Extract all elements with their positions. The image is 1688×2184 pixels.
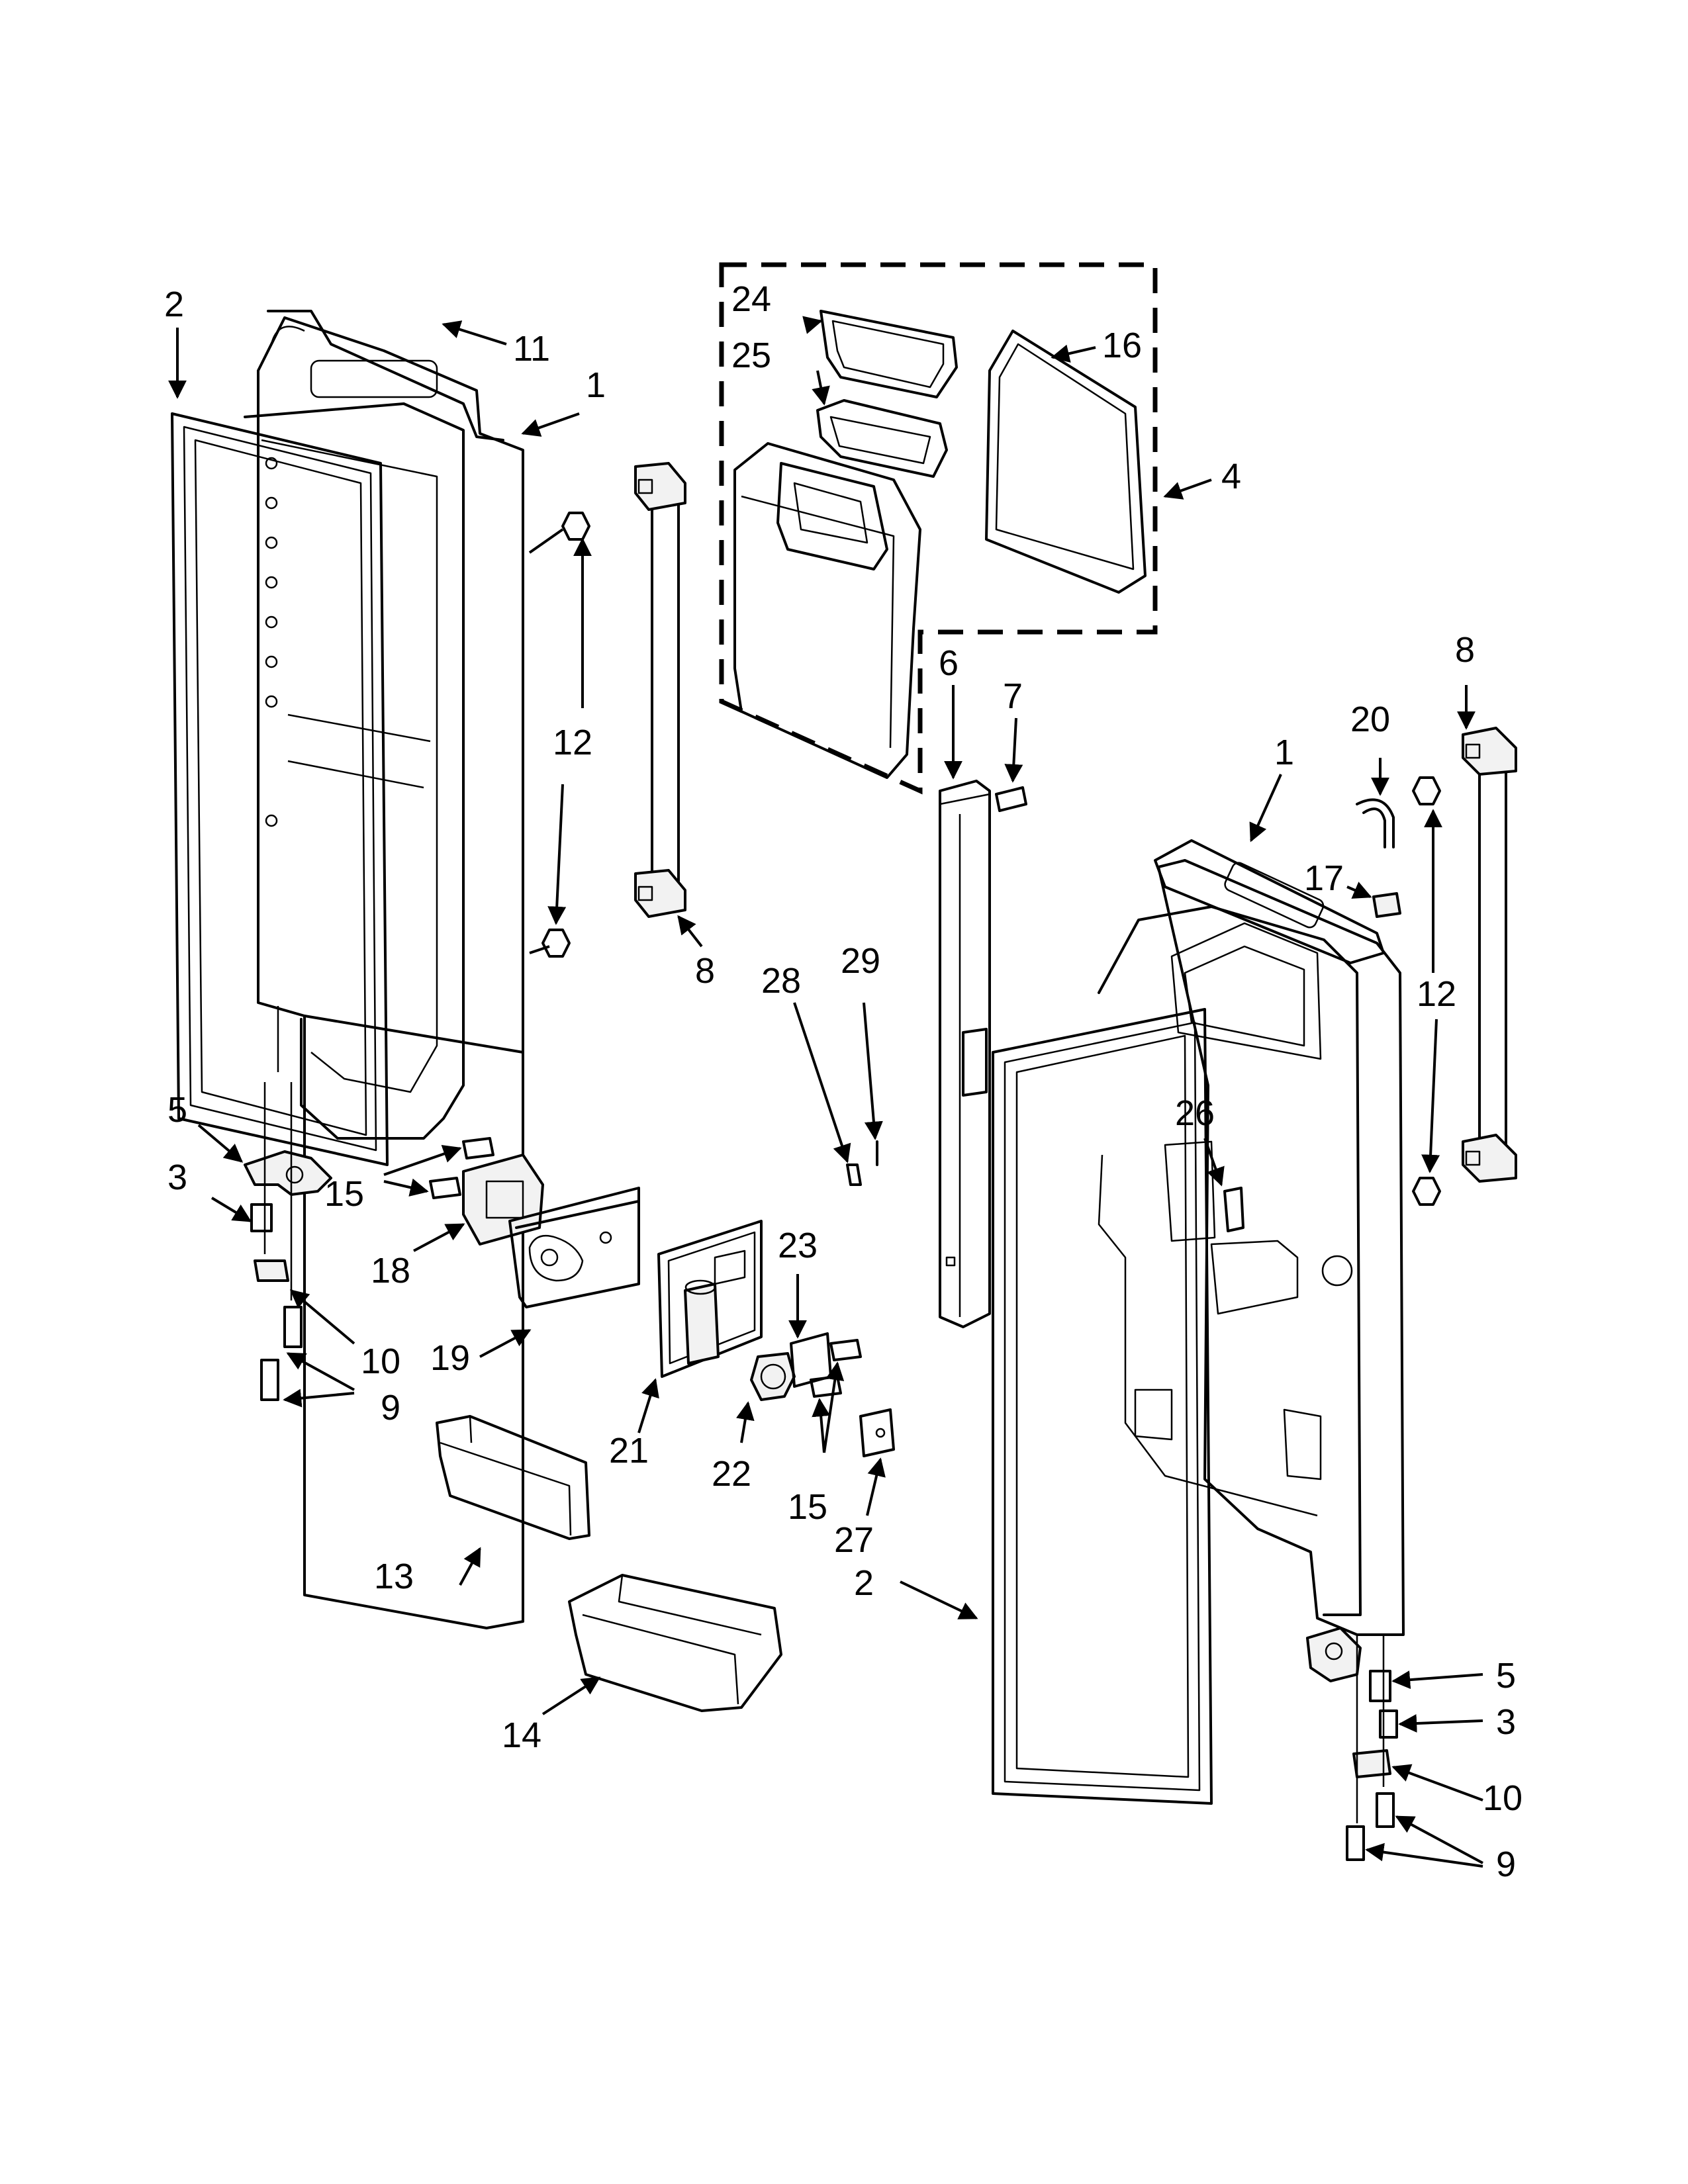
callout-8-left: 8 (695, 951, 715, 991)
callout-9-left: 9 (381, 1388, 400, 1428)
screw-7 (995, 786, 1027, 812)
callout-18: 18 (371, 1251, 410, 1291)
small-clip-28-29 (846, 1140, 878, 1186)
callout-1-left: 1 (586, 365, 606, 405)
callout-6: 6 (939, 643, 959, 683)
dispenser-cover (508, 1187, 640, 1308)
leader-lines (168, 316, 1483, 1868)
center-mullion (939, 780, 991, 1328)
display-frame-25 (816, 399, 948, 478)
right-hinge-parts (1306, 1627, 1398, 1861)
callout-10-left: 10 (361, 1342, 400, 1381)
left-screw-pair (429, 1137, 494, 1199)
callout-4: 4 (1221, 457, 1241, 496)
callout-2-right: 2 (854, 1563, 874, 1603)
right-door-handle (1462, 727, 1517, 1183)
dispenser-module (657, 1220, 763, 1378)
callout-labels: 2 11 1 12 8 5 3 15 18 19 10 9 21 22 23 1… (164, 279, 1523, 1884)
callout-17: 17 (1304, 858, 1344, 898)
callout-14: 14 (502, 1715, 541, 1755)
right-door-liner (1098, 859, 1405, 1636)
callout-3-right: 3 (1496, 1702, 1516, 1742)
callout-5-right: 5 (1496, 1656, 1516, 1696)
right-handle-screws (1412, 776, 1441, 1206)
clip-27 (859, 1408, 895, 1457)
water-tube-20 (1356, 798, 1395, 848)
callout-15-left: 15 (324, 1174, 364, 1214)
fitting-17 (1372, 892, 1401, 918)
callout-23: 23 (778, 1226, 818, 1265)
callout-12-right: 12 (1417, 974, 1456, 1014)
callout-16: 16 (1102, 326, 1142, 365)
left-door-gasket (171, 412, 389, 1166)
left-door-bins-dimples (265, 457, 278, 827)
callout-20: 20 (1350, 700, 1390, 739)
callout-25: 25 (731, 336, 771, 375)
door-bin-14 (568, 1574, 782, 1712)
right-door-gasket (992, 1008, 1213, 1805)
callout-22: 22 (712, 1454, 751, 1494)
left-hinge-parts (244, 1082, 332, 1401)
callout-12-left: 12 (553, 723, 592, 762)
callout-21: 21 (609, 1431, 649, 1471)
callout-11: 11 (513, 329, 550, 369)
callout-10-right: 10 (1483, 1778, 1523, 1818)
dispenser-housing (733, 442, 921, 779)
switch-26 (1223, 1187, 1244, 1232)
callout-13: 13 (374, 1557, 414, 1596)
callout-8-right: 8 (1455, 630, 1475, 670)
callout-24: 24 (731, 279, 771, 319)
callout-7: 7 (1003, 676, 1023, 716)
left-door-liner (244, 310, 524, 1629)
callout-26: 26 (1175, 1093, 1215, 1133)
display-bezel-24 (820, 310, 958, 398)
callout-19: 19 (430, 1338, 470, 1378)
callout-9-right: 9 (1496, 1844, 1516, 1884)
callout-28: 28 (761, 961, 801, 1001)
right-door-top-cap (1154, 839, 1385, 964)
callout-3-left: 3 (167, 1158, 187, 1197)
auger-motor (750, 1352, 796, 1401)
callout-5-left: 5 (167, 1090, 187, 1130)
left-door-handle (634, 462, 686, 918)
callout-1-right: 1 (1274, 733, 1294, 772)
door-bin-13 (436, 1415, 590, 1540)
control-board (462, 1154, 544, 1246)
callout-15-center: 15 (788, 1487, 827, 1527)
callout-27: 27 (834, 1520, 874, 1560)
dispenser-kit-outline (719, 262, 1158, 795)
callout-2-left: 2 (164, 285, 184, 324)
callout-29: 29 (841, 941, 880, 981)
panel-16 (985, 330, 1147, 594)
